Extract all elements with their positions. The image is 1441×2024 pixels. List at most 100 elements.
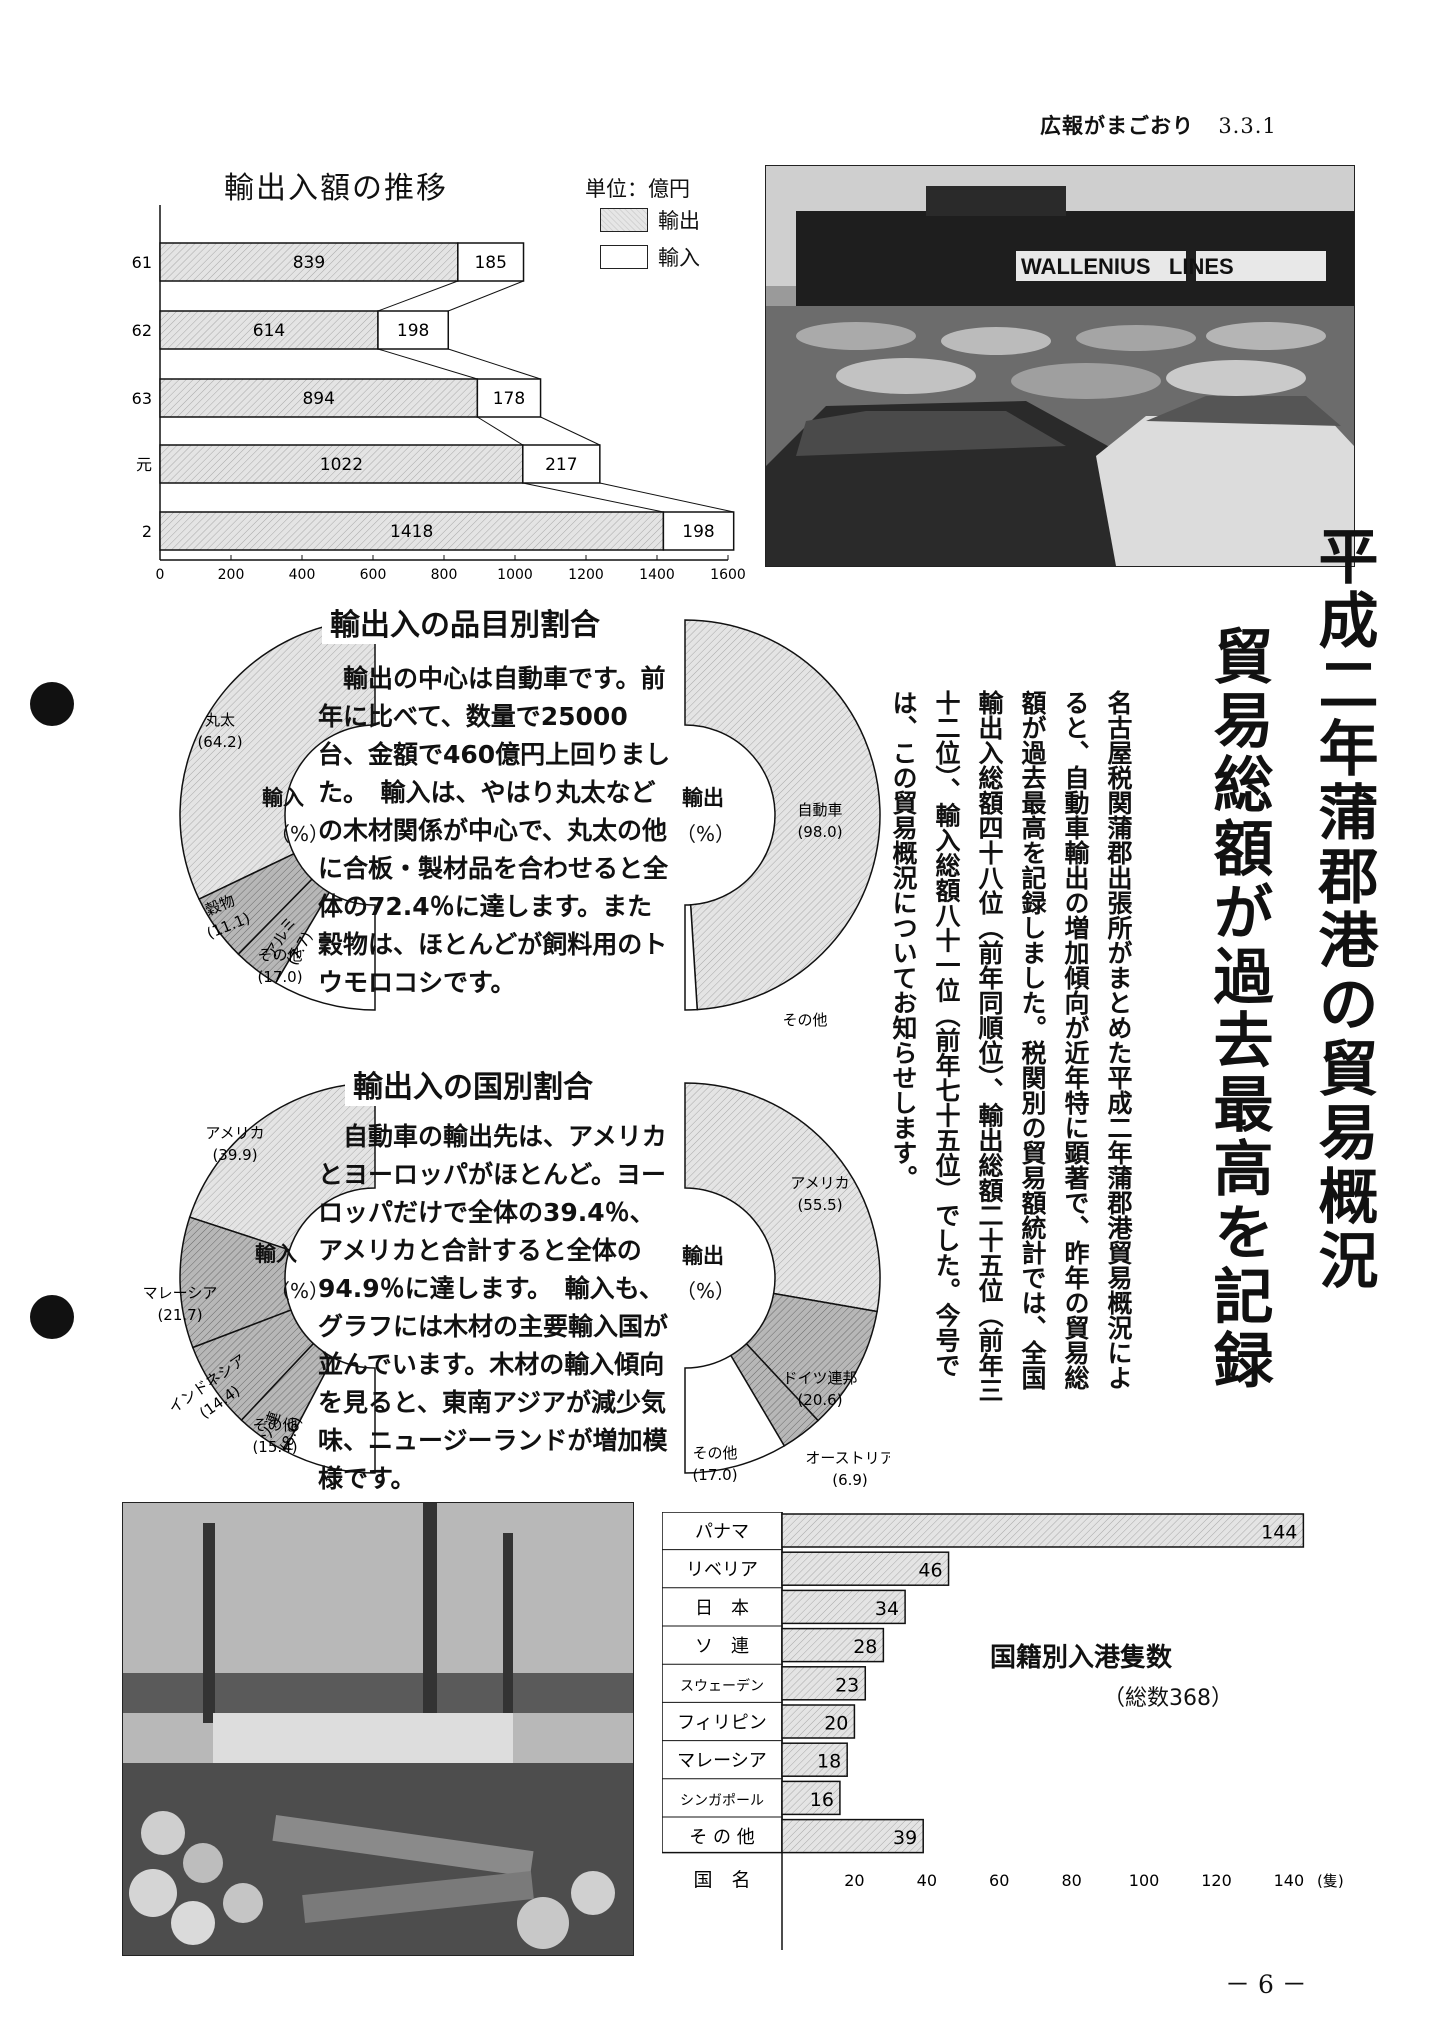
headline-line1: 平成二年蒲郡港の貿易概況 (1308, 525, 1378, 1293)
connector-line (377, 348, 478, 380)
country-import-unit: （%） (270, 1279, 330, 1303)
pie-slice-name: ドイツ連邦 (782, 1369, 857, 1387)
country-label: リベリア (686, 1560, 758, 1581)
item-export-label: 輸出 (682, 786, 724, 810)
car-export-photo: WALLENIUS LINES (765, 165, 1355, 567)
category-label: 62 (132, 321, 152, 340)
log-yard-photo (122, 1502, 634, 1956)
pie-slice-value: (6.9) (832, 1471, 868, 1489)
pie-slice-name: その他 (257, 946, 302, 964)
x-tick-label: 200 (218, 567, 245, 583)
ship-count-bar (781, 1704, 856, 1739)
pie-slice-value: (21.7) (157, 1306, 202, 1324)
import-bar (476, 378, 542, 418)
ship-count-value: 20 (824, 1713, 848, 1735)
x-tick-label: 1200 (568, 567, 604, 583)
pie-slice (188, 1082, 376, 1251)
import-value-label: 198 (682, 522, 714, 542)
ship-count-bar (781, 1666, 867, 1701)
import-value-label: 217 (545, 455, 577, 475)
import-bar (457, 242, 525, 282)
country-label: パナマ (695, 1522, 749, 1543)
ship-count-bar (781, 1513, 1305, 1548)
pie-slice-value: (17.0) (692, 1466, 737, 1484)
ship-count-bar (781, 1742, 848, 1777)
import-bar (522, 444, 601, 484)
legend-export-swatch (600, 208, 648, 232)
country-share-title: 輸出入の国別割合 (345, 1062, 601, 1106)
legend-import-swatch (600, 245, 648, 269)
x-tick-label: 40 (917, 1871, 937, 1890)
item-share-title: 輸出入の品目別割合 (322, 600, 608, 644)
pie-slice-value: (55.5) (797, 1196, 842, 1214)
country-share-chart: アメリカ(39.9)マレーシア(21.7)インドネシア(14.4)ソ連(8.6)… (143, 1082, 890, 1489)
ship-name: WALLENIUS LINES (1021, 254, 1234, 279)
item-share-chart: 丸太(64.2)穀物(11.1)アルミ(7.7)その他(17.0)自動車(98.… (179, 619, 881, 1029)
pie-slice-value: (39.9) (212, 1146, 257, 1164)
ship-count-bar (781, 1627, 885, 1663)
country-label: スウェーデン (680, 1677, 764, 1694)
pie-slice-name: その他 (252, 1416, 297, 1434)
ship-nationality-title: 国籍別入港隻数 (990, 1643, 1173, 1673)
lead-text: 名古屋税関蒲郡出張所がまとめた平成二年蒲郡港貿易概況によると、自動車輸出の増加傾… (889, 690, 1133, 1403)
x-tick-label: 140 (1274, 1871, 1305, 1890)
pie-slice (684, 1354, 786, 1474)
connector-line (522, 482, 664, 513)
country-export-label: 輸出 (682, 1244, 724, 1268)
item-share-text: 輸出の中心は自動車です。前年に比べて、数量で25000台、金額で460億円上回り… (318, 664, 671, 997)
pie-slice-value: (20.6) (797, 1391, 842, 1409)
item-import-label: 輸入 (262, 786, 304, 810)
ship-count-value: 144 (1261, 1522, 1297, 1544)
ship-count-value: 28 (853, 1636, 877, 1658)
pie-slice-value: (15.4) (252, 1438, 297, 1456)
import-bar (662, 511, 735, 551)
x-tick-label: 0 (156, 567, 165, 583)
ship-count-value: 39 (893, 1827, 917, 1849)
x-tick-label: 80 (1061, 1871, 1081, 1890)
country-label: そ の 他 (689, 1827, 754, 1848)
pie-slice (179, 619, 376, 901)
pie-slice-value: (98.0) (797, 823, 842, 841)
country-share-text: 自動車の輸出先は、アメリカとヨーロッパがほとんど。ヨーロッパだけで全体の39.4… (318, 1122, 669, 1493)
pie-slice (684, 904, 699, 1011)
ship-count-value: 46 (918, 1560, 942, 1582)
import-bar (377, 310, 450, 350)
pie-slice (274, 891, 376, 1011)
export-value-label: 839 (293, 253, 325, 273)
ship-count-bar (781, 1780, 841, 1816)
category-label: 63 (132, 389, 152, 408)
category-label: 2 (142, 522, 152, 541)
pie-slice-name: 丸太 (205, 711, 235, 729)
ship-count-value: 34 (875, 1598, 899, 1620)
country-import-label: 輸入 (255, 1242, 297, 1266)
trade-value-chart-title: 輸出入額の推移 (224, 171, 448, 206)
country-label: 日 本 (695, 1598, 749, 1619)
pie-slice-name: 自動車 (797, 801, 842, 819)
country-label: ソ 連 (695, 1636, 749, 1657)
x-tick-label: 1400 (639, 567, 675, 583)
import-value-label: 178 (493, 389, 525, 409)
ship-nationality-subtitle: （総数368） (1103, 1686, 1233, 1711)
ship-count-value: 23 (835, 1674, 859, 1696)
import-value-label: 185 (474, 253, 506, 273)
ship-count-bar (781, 1551, 950, 1586)
export-value-label: 894 (302, 389, 334, 409)
trade-value-unit: 単位：億円 (585, 177, 690, 201)
pie-slice-value: (64.2) (197, 733, 242, 751)
x-tick-label: 400 (289, 567, 316, 583)
ship-count-bar (781, 1589, 906, 1625)
pie-slice-name: その他 (692, 1444, 737, 1462)
connector-line (448, 348, 541, 380)
country-export-unit: （%） (676, 1279, 736, 1303)
pie-slice-name: アメリカ (205, 1124, 264, 1142)
page-number: － 6 － (1225, 1970, 1307, 1999)
pie-slice-name: アメリカ (790, 1174, 849, 1192)
x-tick-label: 1000 (497, 567, 533, 583)
ship-count-bar (781, 1818, 924, 1854)
x-tick-label: 100 (1129, 1871, 1160, 1890)
item-export-unit: （%） (676, 822, 736, 846)
x-unit-label: (隻) (1317, 1872, 1344, 1890)
legend-import-label: 輸入 (658, 246, 700, 270)
